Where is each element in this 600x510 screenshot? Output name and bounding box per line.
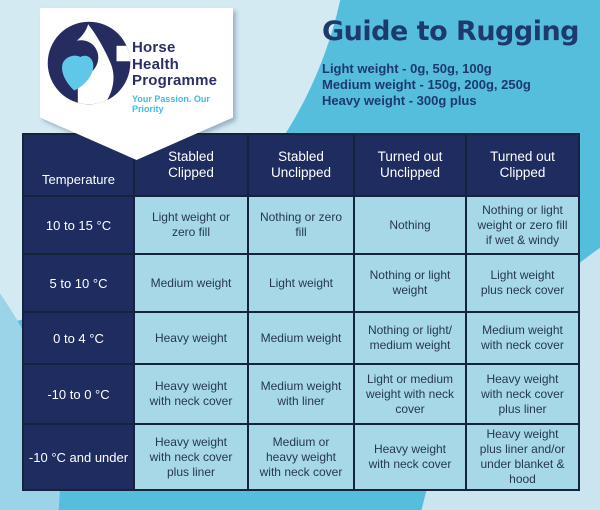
rug-recommendation-cell: Heavy weight with neck cover	[353, 423, 467, 491]
page-title: Guide to Rugging	[322, 16, 580, 47]
rug-recommendation-cell: Heavy weight with neck cover plus liner	[465, 363, 580, 425]
rug-recommendation-cell: Heavy weight plus liner and/or under bla…	[465, 423, 580, 491]
rug-recommendation-cell: Medium weight with neck cover	[465, 311, 580, 365]
rug-recommendation-cell: Light or medium weight with neck cover	[353, 363, 467, 425]
weight-key-line: Heavy weight - 300g plus	[322, 93, 477, 108]
heading-block: Guide to Rugging Light weight - 0g, 50g,…	[322, 16, 580, 109]
column-header: Turned out Clipped	[465, 133, 580, 197]
rug-recommendation-cell: Nothing or zero fill	[247, 195, 355, 255]
rug-recommendation-cell: Medium weight	[133, 253, 249, 313]
rug-recommendation-cell: Heavy weight	[133, 311, 249, 365]
rug-recommendation-cell: Light weight plus neck cover	[465, 253, 580, 313]
column-header: Turned out Unclipped	[353, 133, 467, 197]
logo-tagline: Your Passion. Our Priority	[132, 93, 210, 114]
temperature-cell: 5 to 10 °C	[22, 253, 135, 313]
logo-name-line: Horse	[132, 39, 176, 56]
rug-recommendation-cell: Heavy weight with neck cover	[133, 363, 249, 425]
weight-key-line: Light weight - 0g, 50g, 100g	[322, 61, 492, 76]
rug-recommendation-cell: Light weight or zero fill	[133, 195, 249, 255]
temperature-cell: -10 to 0 °C	[22, 363, 135, 425]
rug-recommendation-cell: Medium weight with liner	[247, 363, 355, 425]
logo-banner: Horse Health Programme Your Passion. Our…	[40, 8, 233, 160]
rug-recommendation-cell: Nothing or light/ medium weight	[353, 311, 467, 365]
temperature-cell: 0 to 4 °C	[22, 311, 135, 365]
column-header: Stabled Unclipped	[247, 133, 355, 197]
rug-recommendation-cell: Nothing or light weight or zero fill if …	[465, 195, 580, 255]
temperature-cell: -10 °C and under	[22, 423, 135, 491]
rug-recommendation-cell: Nothing or light weight	[353, 253, 467, 313]
rug-recommendation-cell: Light weight	[247, 253, 355, 313]
logo-wordmark: Horse Health Programme Your Passion. Our…	[132, 39, 233, 114]
rug-recommendation-cell: Heavy weight with neck cover plus liner	[133, 423, 249, 491]
weight-key-line: Medium weight - 150g, 200g, 250g	[322, 77, 531, 92]
rug-recommendation-cell: Nothing	[353, 195, 467, 255]
rug-recommendation-cell: Medium or heavy weight with neck cover	[247, 423, 355, 491]
temperature-cell: 10 to 15 °C	[22, 195, 135, 255]
horse-health-logo-icon	[47, 21, 131, 105]
logo-name-line: Programme	[132, 72, 218, 89]
logo-ribbon: Horse Health Programme Your Passion. Our…	[40, 8, 233, 160]
rug-recommendation-cell: Medium weight	[247, 311, 355, 365]
rug-weight-key: Light weight - 0g, 50g, 100g Medium weig…	[322, 61, 579, 109]
logo-name-line: Health	[132, 55, 180, 73]
